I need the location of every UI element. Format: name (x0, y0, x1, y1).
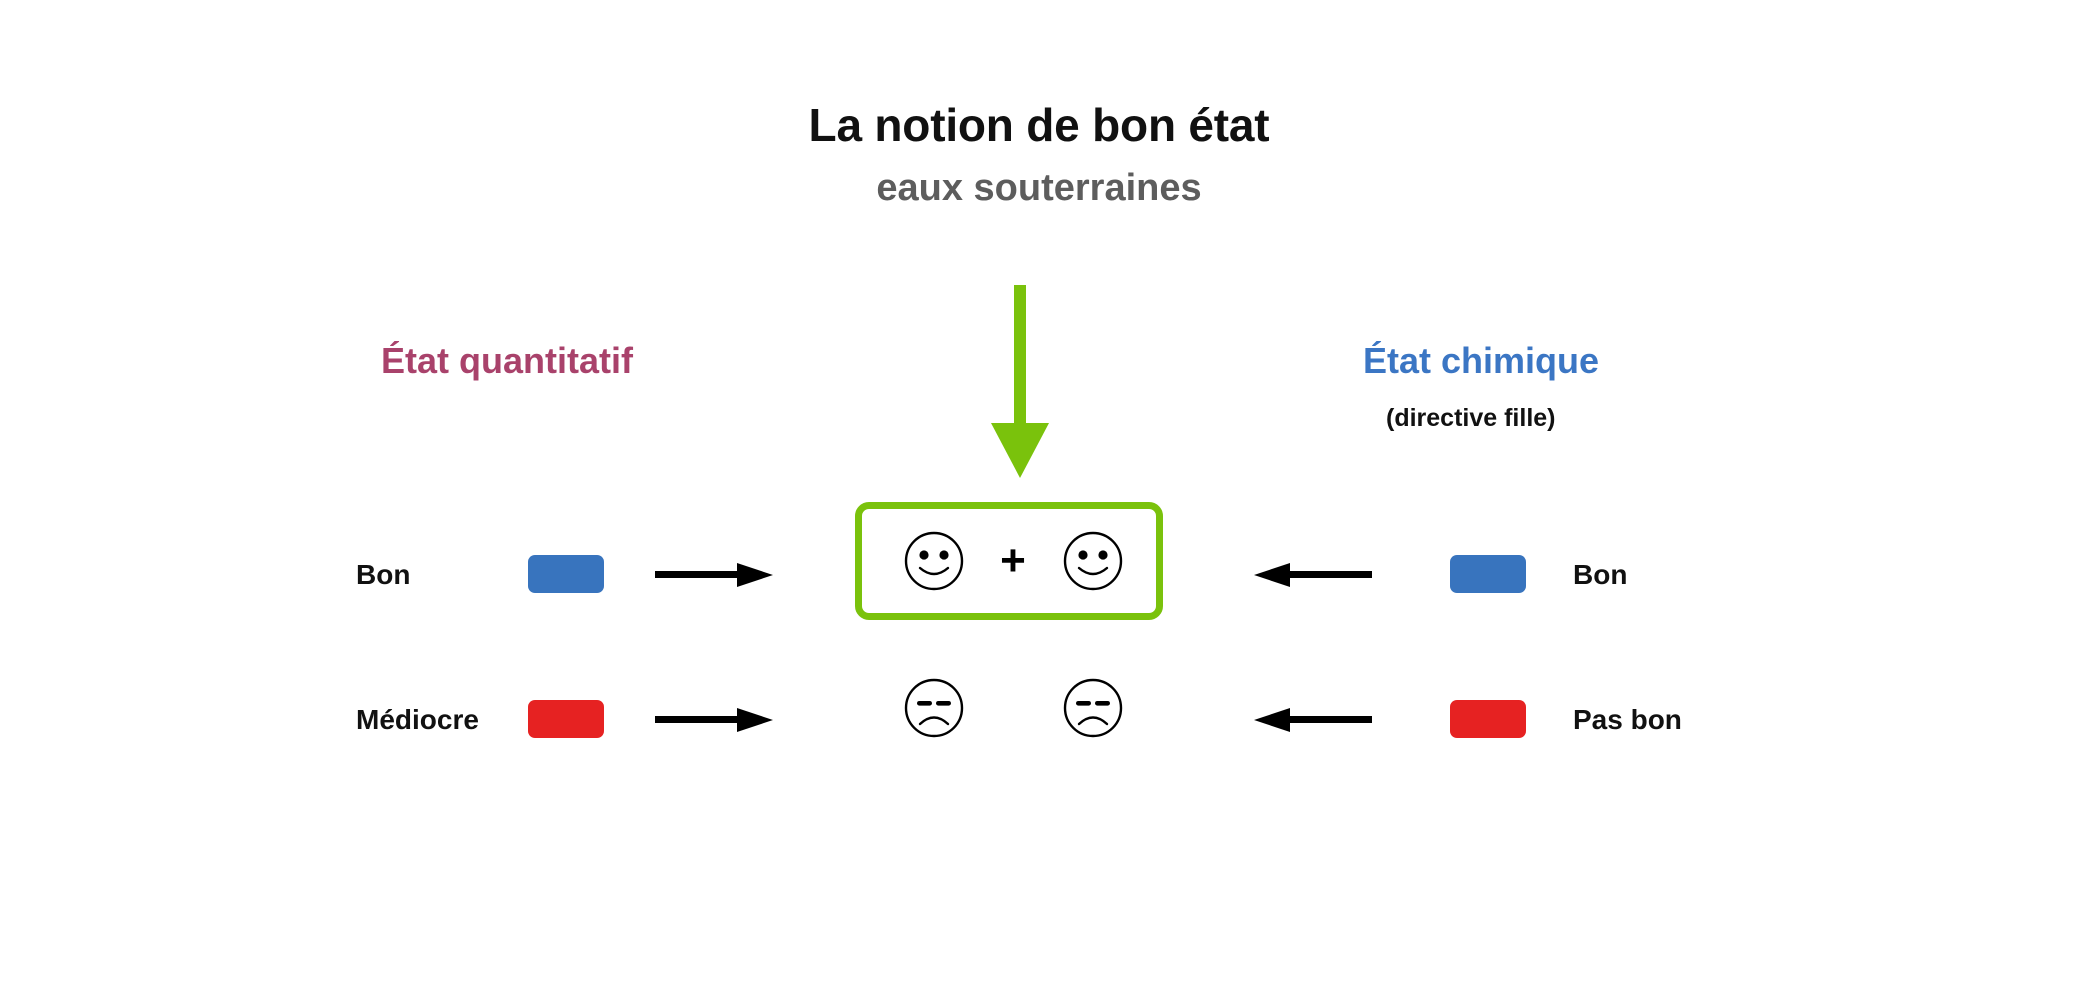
row-label-left-bon: Bon (356, 559, 411, 590)
row-label-right-pas-bon: Pas bon (1573, 704, 1682, 735)
status-swatch-right-blue (1450, 555, 1526, 593)
arrow-left-icon (1254, 563, 1372, 587)
happy-face-icon (1063, 531, 1123, 591)
row-label-left-mediocre: Médiocre (356, 704, 479, 735)
plus-sign: + (1000, 536, 1026, 585)
column-heading-chemical: État chimique (1363, 340, 1600, 381)
arrow-left-icon (1254, 708, 1372, 732)
status-swatch-left-red (528, 700, 604, 738)
column-heading-quantitative: État quantitatif (381, 340, 633, 381)
sad-face-icon (1063, 678, 1123, 738)
row-label-right-bon: Bon (1573, 559, 1628, 590)
status-swatch-left-blue (528, 555, 604, 593)
arrow-right-icon (655, 708, 773, 732)
green-down-arrow-icon (991, 285, 1049, 478)
happy-face-icon (904, 531, 964, 591)
status-swatch-right-red (1450, 700, 1526, 738)
sad-face-icon (904, 678, 964, 738)
arrow-right-icon (655, 563, 773, 587)
column-subheading-chemical: (directive fille) (1386, 404, 1556, 432)
page-subtitle: eaux souterraines (876, 167, 1202, 209)
page-title: La notion de bon état (808, 99, 1270, 151)
